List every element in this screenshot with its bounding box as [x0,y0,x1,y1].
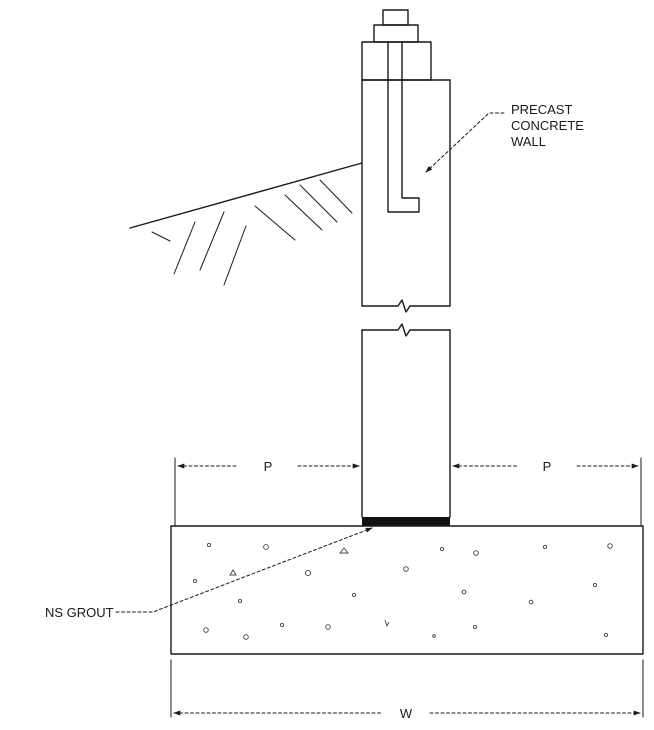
wall-label-line2: CONCRETE [511,118,584,133]
dimension-p-left: P [174,457,360,527]
wall-label-line1: PRECAST [511,102,572,117]
backfill-soil [129,162,363,286]
washer-plate [361,41,432,81]
p-left-label: P [264,459,273,474]
grout-pad [362,517,450,526]
grout-callout: NS GROUT [45,527,373,620]
anchor-bolt-assembly [361,9,432,81]
wall-callout: PRECAST CONCRETE WALL [425,102,584,173]
break-line-lower [361,323,451,337]
wall-leader [425,112,505,173]
bolt-tip [382,9,409,26]
precast-wall-upper [361,41,451,313]
break-line-upper [361,299,451,313]
grout-leader [115,527,373,613]
nut [373,24,419,43]
p-right-label: P [543,459,552,474]
embedded-hook-bolt [387,41,420,213]
grout-label: NS GROUT [45,605,114,620]
dimension-p-right: P [452,457,642,527]
wall-label-line3: WALL [511,134,546,149]
w-label: W [400,706,413,721]
precast-wall-lower [361,323,451,518]
concrete-footing [170,525,644,655]
dimension-w: W [170,659,644,721]
aggregate-marks [192,542,613,640]
footing-outline [170,525,644,655]
